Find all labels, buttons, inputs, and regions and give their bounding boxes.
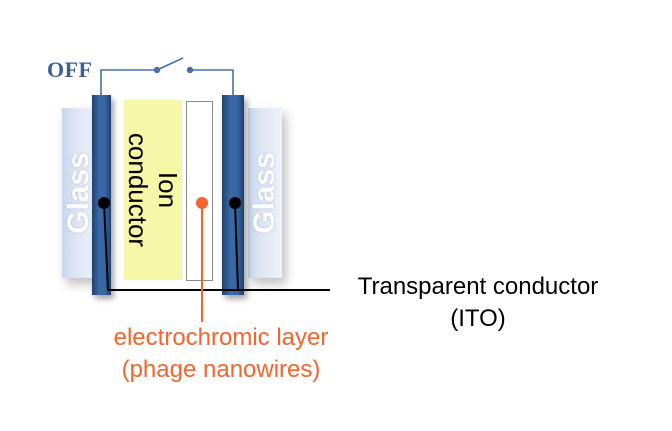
glass-left: Glass	[62, 108, 96, 278]
switch-wire-right	[190, 69, 234, 96]
electrochromic-callout-line2: (phage nanowires)	[121, 356, 321, 383]
right-electrode-leader	[234, 202, 330, 291]
electrochromic-layer	[186, 101, 213, 281]
transparent-conductor-callout-line2: (ITO)	[450, 305, 506, 332]
left-electrode-leader	[103, 202, 240, 291]
switch-state-label: OFF	[47, 57, 93, 82]
glass-right: Glass	[248, 108, 282, 278]
switch-contact-right	[186, 66, 194, 74]
switch-wire-left	[100, 69, 157, 96]
electrochromic-callout-line1: electrochromic layer	[113, 324, 329, 351]
switch-contact-left	[153, 66, 161, 74]
ion-conductor-layer: Ion conductor	[123, 100, 183, 280]
electrochromic-callout: electrochromic layer (phage nanowires)	[96, 324, 346, 384]
transparent-conductor-callout-line1: Transparent conductor	[357, 273, 599, 300]
switch-blade	[156, 57, 184, 71]
transparent-conductor-right	[222, 95, 244, 295]
transparent-conductor-callout: Transparent conductor (ITO)	[336, 273, 620, 333]
